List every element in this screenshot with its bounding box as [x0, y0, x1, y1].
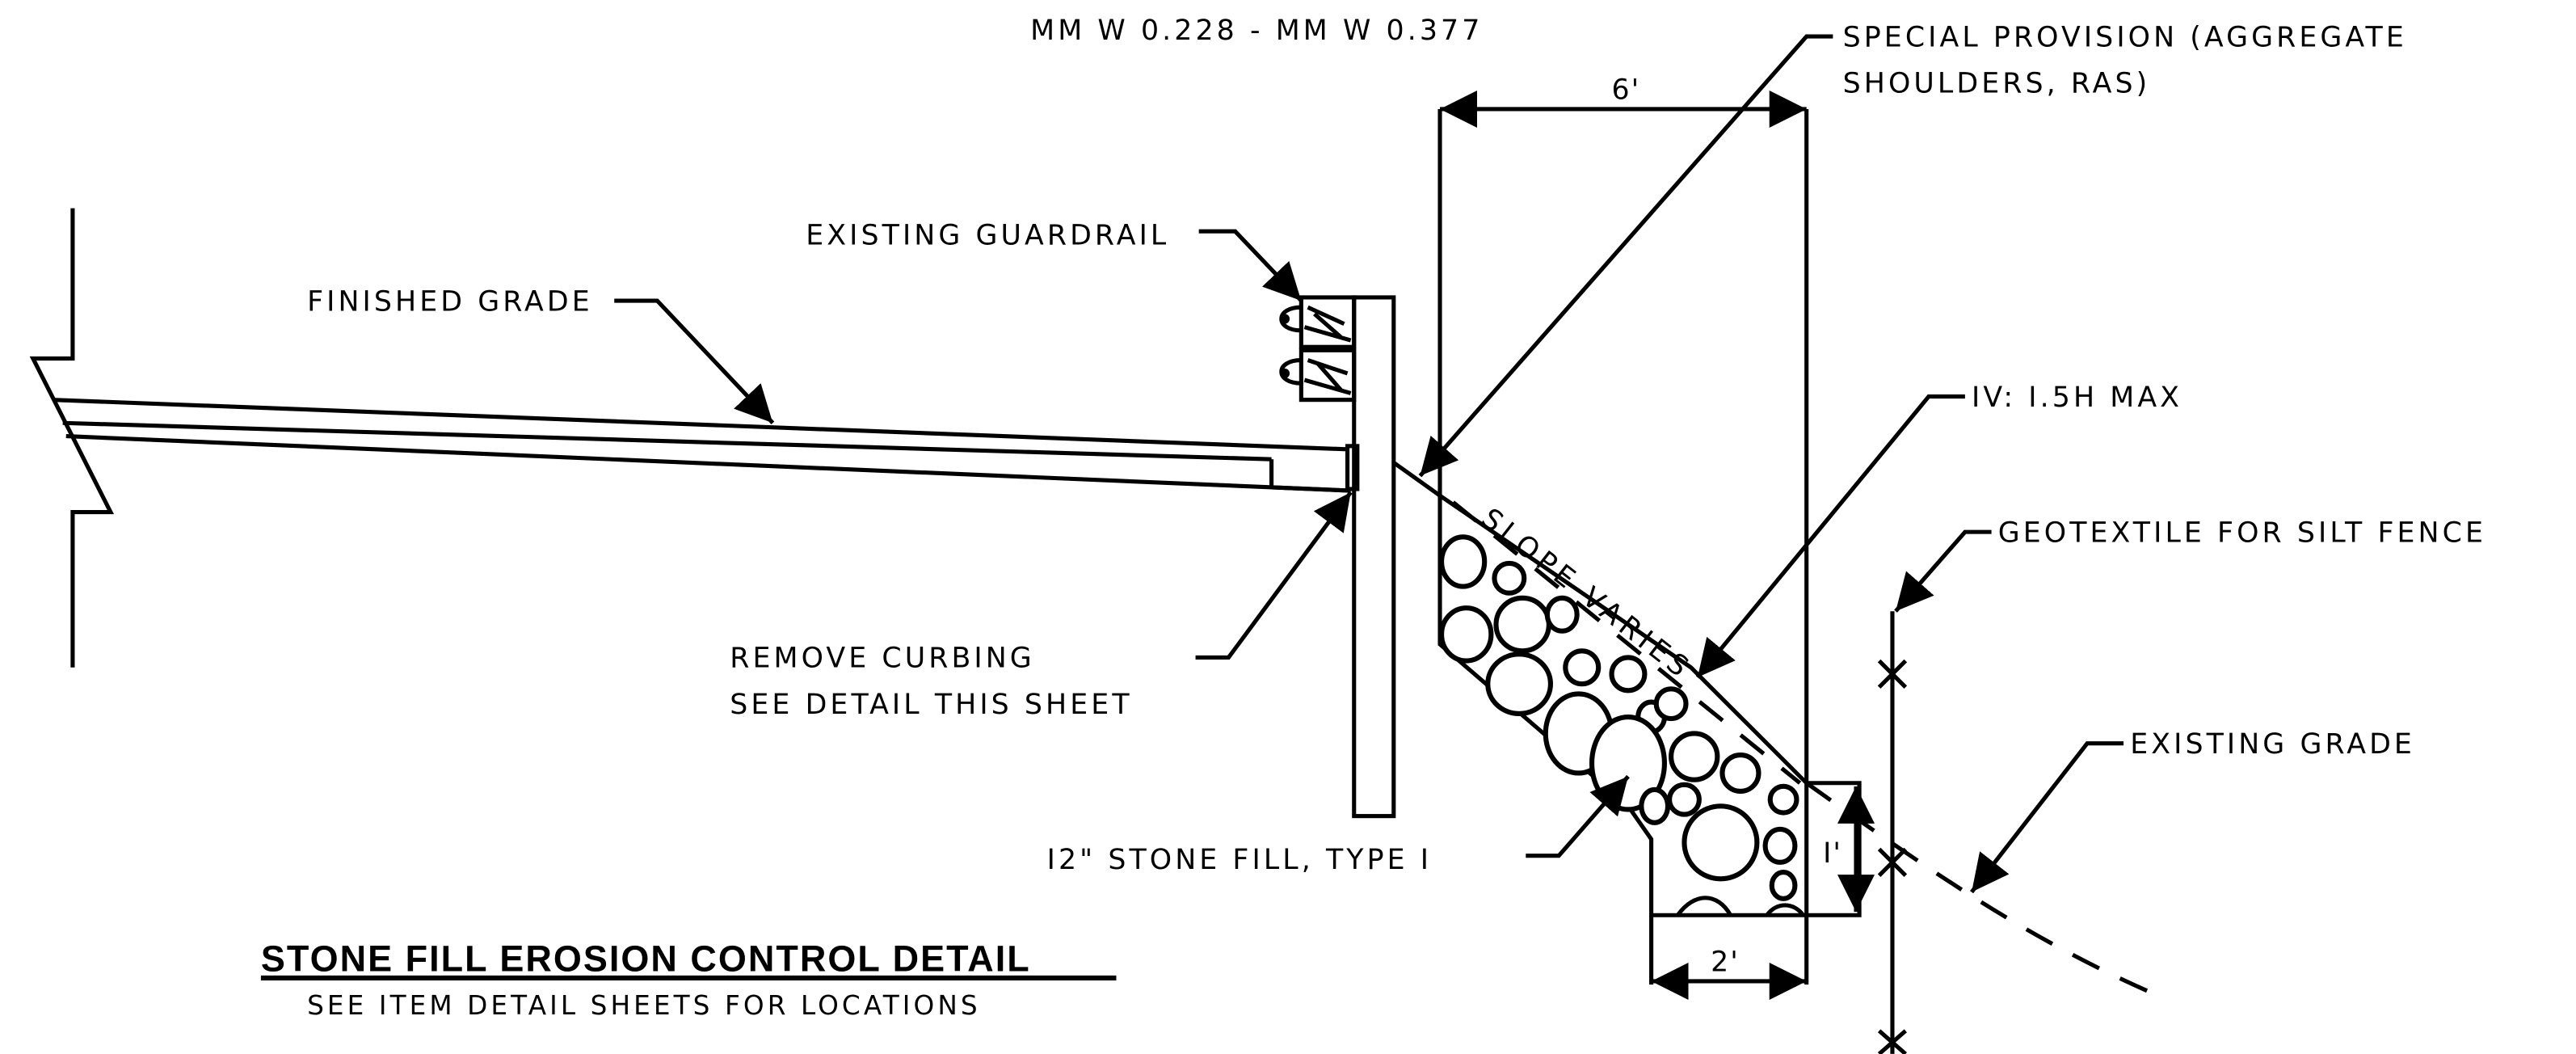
leader-remove-curbing — [1195, 491, 1353, 660]
geotextile-label: GEOTEXTILE FOR SILT FENCE — [1998, 516, 2486, 549]
slope-ratio-label: IV: I.5H MAX — [1972, 382, 2182, 414]
existing-guardrail-assembly — [1279, 295, 1396, 819]
special-provision-label-line1: SPECIAL PROVISION (AGGREGATE — [1843, 21, 2407, 53]
stone-fill-rocks — [1438, 534, 1805, 917]
leader-existing-grade — [1970, 741, 2124, 894]
mile-marker-range: MM W 0.228 - MM W 0.377 — [1030, 15, 1483, 47]
dimension-bottom-width-label: 2' — [1711, 946, 1740, 979]
detail-title: STONE FILL EROSION CONTROL DETAIL — [261, 938, 1031, 980]
existing-grade-label: EXISTING GRADE — [2130, 728, 2415, 761]
finished-grade-label: FINISHED GRADE — [307, 285, 593, 318]
existing-guardrail-label: EXISTING GUARDRAIL — [806, 220, 1169, 252]
dimension-depth-label: I' — [1823, 837, 1842, 870]
remove-curbing-label-line1: REMOVE CURBING — [730, 643, 1035, 675]
leader-finished-grade — [614, 298, 775, 425]
leader-existing-guardrail — [1198, 229, 1303, 302]
leader-stone-fill — [1526, 774, 1630, 858]
leader-special-provision — [1418, 34, 1833, 478]
remove-curbing-label-line2: SEE DETAIL THIS SHEET — [730, 689, 1132, 721]
leader-slope-ratio — [1695, 394, 1965, 679]
stone-fill-label: I2" STONE FILL, TYPE I — [1047, 844, 1432, 876]
special-provision-label-line2: SHOULDERS, RAS) — [1843, 68, 2151, 100]
silt-fence — [1877, 611, 1908, 1054]
pavement-section — [53, 398, 1351, 493]
detail-subtitle: SEE ITEM DETAIL SHEETS FOR LOCATIONS — [307, 990, 981, 1021]
leader-geotextile — [1894, 529, 1992, 613]
dimension-top-width-label: 6' — [1612, 74, 1641, 107]
